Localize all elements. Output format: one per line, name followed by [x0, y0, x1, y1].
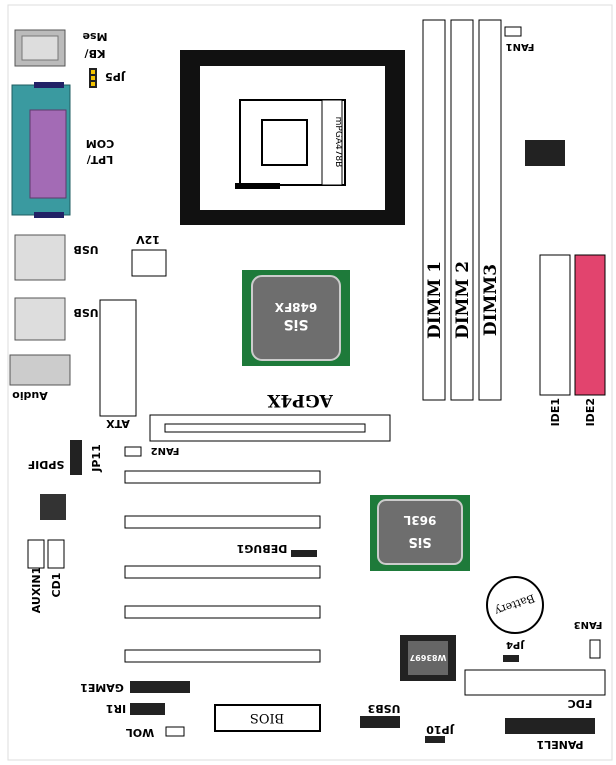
dimm-slots [422, 19, 502, 401]
game1-label: GAME1 [80, 681, 124, 694]
cpu-socket-label: mPGA478B [333, 117, 343, 168]
fan2-connector [124, 446, 142, 457]
game1-header [130, 681, 190, 693]
northbridge-chip [242, 270, 350, 366]
fan3-label: FAN3 [574, 619, 603, 630]
bios-label: BIOS [250, 710, 284, 725]
fan2-label: FAN2 [151, 445, 180, 456]
battery [486, 576, 544, 634]
lpt-label: LPT/ [86, 153, 114, 166]
audio-connector [9, 354, 71, 386]
dimm2-label: DIMM 2 [453, 261, 473, 339]
auxin1-connector [27, 539, 45, 569]
wol-label: WOL [126, 726, 155, 739]
usb1-label: USB [73, 243, 98, 256]
fan3-connector [589, 639, 601, 659]
agp-slot [149, 414, 391, 442]
super-io-chip-face [408, 641, 448, 675]
ide2-label: IDE2 [584, 398, 597, 426]
fdc-label: FDC [568, 697, 593, 710]
ir1-header [130, 703, 165, 715]
atx-label: ATX [106, 417, 130, 430]
usb3-label: USB3 [368, 702, 401, 715]
jp5-label: JP5 [105, 70, 126, 83]
lpt-com-connector [11, 82, 71, 218]
southbridge-model: 963L [403, 513, 436, 527]
southbridge-brand: SiS [408, 534, 431, 549]
atx-power-connector [99, 299, 137, 417]
12v-label: 12V [136, 233, 160, 246]
fan1-connector [504, 26, 522, 37]
cpu-socket [180, 50, 405, 225]
kb-mouse-connector [14, 29, 66, 67]
ide2-connector [574, 254, 606, 396]
dimm3-label: DIMM3 [481, 264, 501, 336]
ide1-label: IDE1 [549, 398, 562, 426]
pci-slots [124, 470, 321, 663]
cd1-connector [47, 539, 65, 569]
regulator-chip [525, 140, 565, 166]
bios-chip [214, 704, 321, 732]
debug1-header [291, 550, 317, 557]
northbridge-brand: SiS [284, 316, 309, 332]
jp10-label: JP10 [426, 723, 455, 736]
jp10-jumper [425, 736, 445, 743]
mse-label: Mse [83, 30, 108, 43]
usb-connector-1 [14, 234, 66, 281]
ir1-label: IR1 [106, 702, 126, 715]
southbridge-chip [370, 495, 470, 571]
northbridge-model: 648FX [274, 300, 317, 314]
usb3-header [360, 716, 400, 728]
usb-connector-2 [14, 297, 66, 341]
cd1-label: CD1 [50, 573, 63, 598]
wol-connector [165, 726, 185, 737]
usb2-label: USB [73, 306, 98, 319]
12v-power-connector [131, 249, 167, 277]
dimm1-label: DIMM 1 [425, 261, 445, 339]
jp5-jumper [89, 68, 97, 88]
debug1-label: DEBUG1 [237, 542, 288, 555]
jp4-jumper [503, 655, 519, 662]
com-label: COM [86, 137, 114, 150]
fan1-label: FAN1 [506, 41, 535, 52]
spdif-label: SPDIF [28, 458, 65, 471]
jp4-label: JP4 [506, 639, 525, 650]
fdc-connector [464, 669, 606, 696]
super-io-label: W83697 [410, 653, 447, 662]
agp-label: AGP4X [266, 390, 333, 410]
panel1-header [505, 718, 595, 734]
auxin1-label: AUXIN1 [30, 567, 43, 614]
ide1-connector [539, 254, 571, 396]
kb-label: KB/ [84, 47, 106, 60]
jp11-jumper [70, 440, 82, 475]
panel1-label: PANEL1 [537, 738, 584, 751]
audio-codec-chip [40, 494, 66, 520]
jp11-label: JP11 [90, 444, 103, 472]
audio-label: Audio [12, 389, 48, 402]
